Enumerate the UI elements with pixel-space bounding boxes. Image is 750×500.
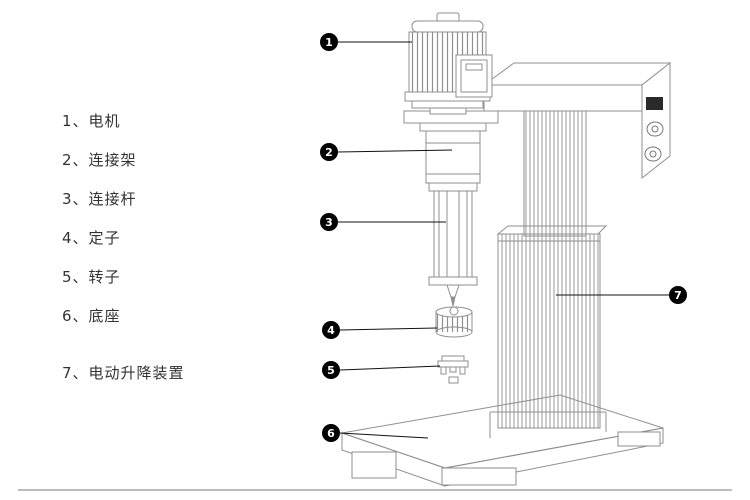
callout-badge-4: 4	[322, 321, 340, 339]
callout-badge-1: 1	[320, 33, 338, 51]
legend-item-lifting-device: 7、电动升降装置	[62, 364, 185, 382]
connection-frame	[419, 122, 487, 184]
callout-number: 2	[325, 145, 333, 159]
callout-badge-6: 6	[322, 424, 340, 442]
junction-box	[455, 54, 493, 98]
callout-badge-2: 2	[320, 143, 338, 161]
base	[341, 394, 664, 487]
legend-item-stator: 4、定子	[62, 229, 121, 247]
stand-column	[523, 107, 587, 237]
knob-icon	[644, 146, 662, 162]
lifting-column	[496, 225, 608, 429]
legend-item-connection-frame: 2、连接架	[62, 151, 137, 169]
callout-number: 6	[327, 426, 335, 440]
legend-item-rotor: 5、转子	[62, 268, 121, 286]
connection-rod	[428, 182, 478, 307]
callout-number: 4	[327, 323, 335, 337]
leader-lines	[337, 41, 669, 439]
knob-icon	[646, 121, 664, 137]
legend-item-connection-rod: 3、连接杆	[62, 190, 137, 208]
callout-number: 1	[325, 35, 333, 49]
control-panel-elements	[644, 97, 664, 162]
legend-item-motor: 1、电机	[62, 112, 121, 130]
stator	[435, 306, 473, 338]
callout-badge-3: 3	[320, 213, 338, 231]
callout-number: 5	[327, 363, 335, 377]
callout-badge-7: 7	[669, 286, 687, 304]
callout-number: 7	[674, 288, 682, 302]
callout-badge-5: 5	[322, 361, 340, 379]
panel-label	[646, 97, 663, 110]
rotor	[437, 355, 469, 384]
callout-number: 3	[325, 215, 333, 229]
legend-item-base: 6、底座	[62, 307, 121, 325]
